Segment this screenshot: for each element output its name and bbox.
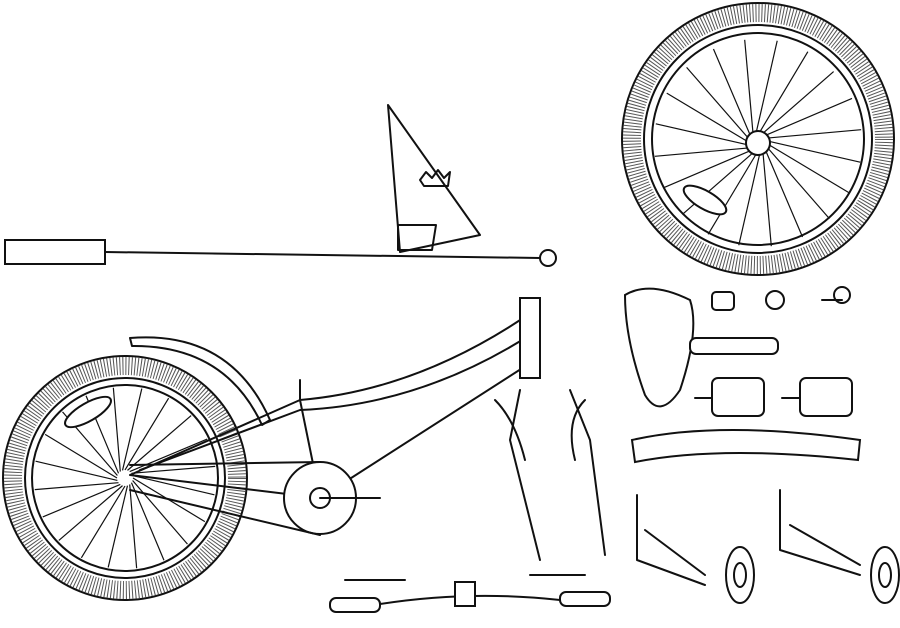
front-wheel <box>621 2 895 276</box>
spoke <box>42 483 121 518</box>
spoke <box>130 482 165 561</box>
spoke <box>35 460 118 482</box>
spoke <box>760 71 835 136</box>
spoke <box>666 92 751 144</box>
spoke <box>763 147 804 238</box>
spoke <box>34 482 119 491</box>
front-mudguard <box>630 429 862 464</box>
spoke <box>738 150 762 246</box>
spoke <box>121 388 143 471</box>
pedals <box>694 377 853 417</box>
spoke <box>654 147 752 157</box>
bell-and-caps <box>711 286 851 311</box>
spoke <box>131 465 216 474</box>
spoke <box>132 474 215 496</box>
spoke <box>132 480 188 545</box>
frame <box>129 297 541 536</box>
spoke <box>762 149 772 247</box>
spoke <box>765 145 830 220</box>
spoke <box>80 485 126 559</box>
spoke <box>754 40 778 136</box>
spoke <box>129 438 208 473</box>
spoke <box>663 148 754 189</box>
spoke <box>58 485 123 541</box>
safety-flag <box>4 104 557 267</box>
spoke <box>762 97 853 138</box>
rear-wheel <box>2 355 248 601</box>
spoke <box>112 387 121 472</box>
spoke <box>655 123 751 147</box>
training-wheels <box>636 489 900 604</box>
spoke <box>744 39 754 137</box>
spoke <box>129 484 138 569</box>
spoke <box>757 51 809 136</box>
spoke <box>107 485 129 568</box>
fork <box>494 389 606 561</box>
spoke <box>764 129 862 139</box>
spoke <box>765 142 850 194</box>
spoke <box>44 433 118 479</box>
spoke <box>707 150 759 235</box>
spoke <box>686 66 751 141</box>
spoke <box>127 415 192 471</box>
seat <box>623 287 779 408</box>
spoke <box>124 397 170 471</box>
spoke <box>712 48 753 139</box>
handlebar <box>329 574 611 613</box>
spoke <box>765 139 861 163</box>
